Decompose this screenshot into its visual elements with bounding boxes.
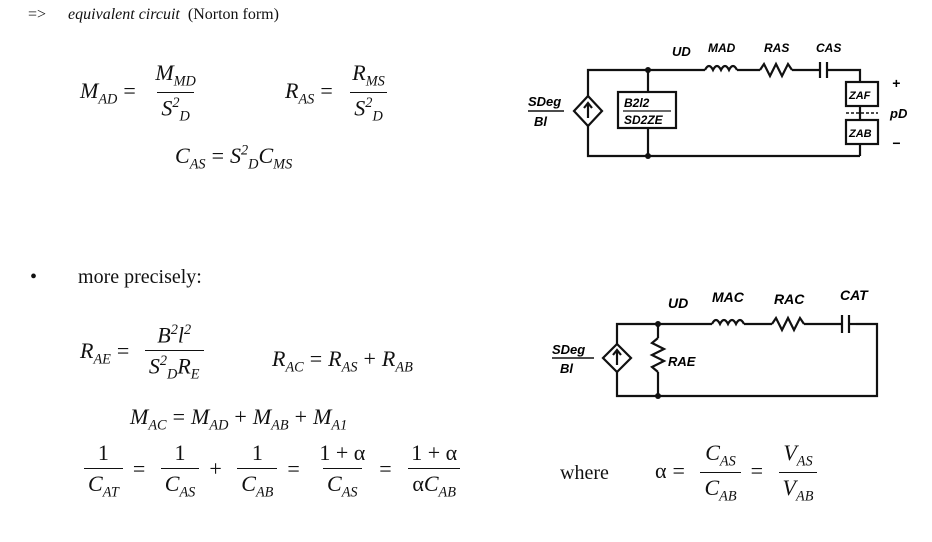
bullet-line: • more precisely: (30, 266, 202, 289)
c1-pd: pD (889, 106, 908, 121)
header-suffix: (Norton form) (187, 6, 279, 23)
bullet: • (30, 266, 38, 288)
implies-arrow: => (28, 6, 47, 23)
c1-mad: MAD (708, 41, 736, 55)
where-label: where (560, 462, 609, 484)
eq-rac: RAC=RAS+RAB (272, 346, 413, 376)
c2-ud: UD (668, 295, 688, 311)
c1-source-den: Bl (534, 114, 547, 129)
c2-cat: CAT (840, 287, 869, 303)
c1-ud: UD (672, 44, 691, 59)
c1-source-num: SDeg (528, 94, 561, 109)
c1-zaf: ZAF (848, 90, 871, 102)
c2-mac: MAC (712, 289, 745, 305)
header-line: => equivalent circuit (Norton form) (28, 6, 279, 24)
c1-box-num: B2l2 (624, 96, 650, 110)
c1-box-den: SD2ZE (624, 113, 664, 127)
c2-source-den: Bl (560, 361, 573, 376)
circuit-diagram-2: SDeg Bl UD MAC RAC CAT RAE (552, 287, 879, 399)
c1-cas: CAS (816, 41, 841, 55)
c2-source-num: SDeg (552, 342, 585, 357)
c1-ras: RAS (764, 41, 789, 55)
header-italic: equivalent circuit (68, 6, 180, 23)
bullet-text: more precisely: (78, 266, 202, 288)
c1-plus: + (892, 75, 900, 91)
eq-cas: CAS=S2DCMS (175, 143, 293, 173)
circuit-diagram-1: SDeg Bl UD MAD RAS CAS B2l2 SD2ZE ZAF ZA… (528, 41, 908, 159)
eq-mac: MAC=MAD+MAB+MA1 (130, 404, 348, 434)
c2-rae: RAE (668, 354, 696, 369)
c2-rac: RAC (774, 291, 805, 307)
c1-minus: − (892, 135, 900, 151)
c1-zab: ZAB (848, 128, 872, 140)
